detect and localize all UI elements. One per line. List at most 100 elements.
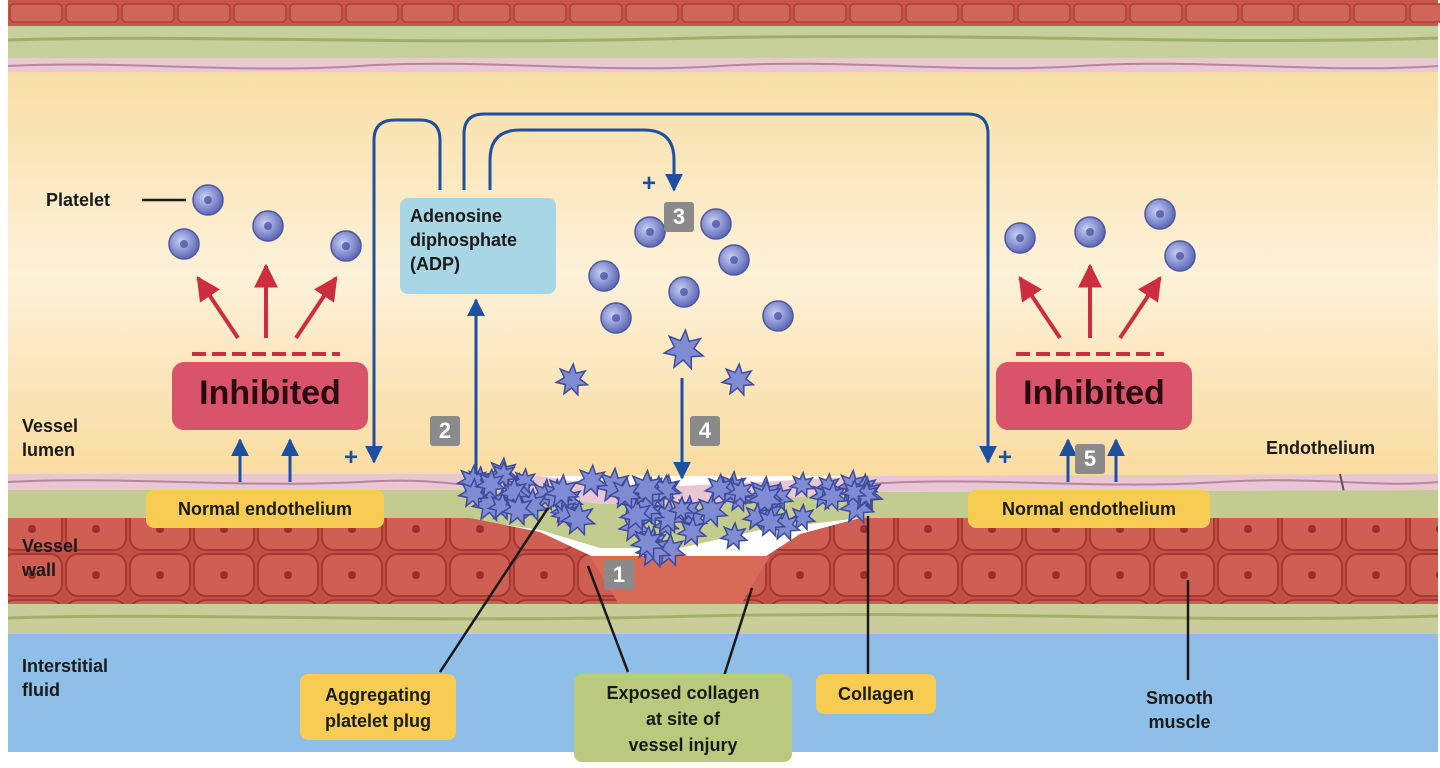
step-4-badge: 4 [690,416,720,446]
plug-platelet [667,495,695,523]
top-brick [1073,3,1127,23]
red-arrow-right-1 [1018,276,1062,340]
normal-endothelium-left-box: Normal endothelium [146,490,384,528]
leader-lines [142,198,1190,680]
activated-platelet [662,328,706,371]
platelet [718,244,750,276]
top-brick [1297,3,1351,23]
platelet [330,230,362,262]
inhibited-box-right: Inhibited [996,362,1192,430]
plug-platelet [629,524,666,560]
step-3-badge: 3 [664,202,694,232]
top-brick [65,3,119,23]
endothelium-label: Endothelium [1266,438,1375,458]
platelet [1144,198,1176,230]
platelet [192,184,224,216]
top-brick [905,3,959,23]
platelet [1074,216,1106,248]
vessel-lumen-label: Vessel lumen [22,416,79,460]
plus-sign-left: + [344,444,359,471]
plug-platelet [607,475,643,511]
platelet-label: Platelet [46,190,111,210]
top-brick [849,3,903,23]
top-brick [401,3,455,23]
plus-sign-center: + [642,170,657,197]
platelet-plug [455,456,885,569]
top-brick [1129,3,1183,23]
outer-fibre [7,612,1439,621]
top-brick [1185,3,1239,23]
plug-leader [438,507,550,673]
platelets [168,184,1196,397]
plus-sign-right: + [998,444,1013,471]
top-connective-band [8,26,1438,58]
adp-box: Adenosine diphosphate (ADP) [400,198,556,294]
step-5-badge: 5 [1075,444,1105,474]
top-brick [177,3,231,23]
plug-platelet [753,505,787,539]
plug-platelet [703,472,736,505]
top-brick [737,3,791,23]
exposed-collagen-box: Exposed collagen at site of vessel injur… [574,674,792,762]
top-wall [7,0,1440,72]
top-brick [121,3,175,23]
red-arrow-right-3 [1118,276,1162,340]
smooth-muscle-label: Smooth muscle [1146,688,1213,732]
top-brick [793,3,847,23]
plug-platelet [488,459,518,490]
plug-platelet [574,463,609,498]
top-brick [1017,3,1071,23]
plug-platelet [549,499,579,529]
red-arrow-left-1 [196,276,240,340]
endothelium-line-left [7,479,461,485]
normal-endothelium-right-box: Normal endothelium [968,490,1210,528]
endothelium-line-right [869,479,1439,486]
platelet [762,300,794,332]
top-brick [289,3,343,23]
adp-loop-left-arrow [365,118,442,464]
activated-platelet [720,361,756,397]
red-arrows-left [196,263,338,340]
aggregating-plug-box: Aggregating platelet plug [300,674,456,740]
adp-loop-right-arrow [462,112,997,464]
platelet [1164,240,1196,272]
inhibited-box-left: Inhibited [172,362,368,430]
collagen-leader-left [586,565,630,673]
plug-platelet [559,499,597,537]
platelet [252,210,284,242]
plug-platelet [839,477,868,506]
activated-platelet [554,361,590,397]
plug-platelet [788,470,816,499]
top-brick [457,3,511,23]
plug-platelet [500,491,536,527]
plug-platelet [741,501,772,532]
platelet [1004,222,1036,254]
top-brick [513,3,567,23]
plug-platelet [675,515,708,547]
plug-platelet [510,466,539,495]
top-brick [625,3,679,23]
top-brick [1409,3,1440,23]
top-brick [681,3,735,23]
top-brick [345,3,399,23]
plug-platelet [474,467,507,500]
platelet [600,302,632,334]
top-brick [233,3,287,23]
platelet [588,260,620,292]
plug-platelet [618,496,654,532]
plug-platelet [692,492,729,529]
top-brick [961,3,1015,23]
top-endothelium-line [7,62,1439,70]
platelet [634,216,666,248]
adp-to-platelets-arrow [488,128,683,192]
plug-platelet [543,472,581,510]
step-1-badge: 1 [604,560,634,590]
blue-arrows [231,112,1125,482]
top-brick [569,3,623,23]
endothelium-pointer [1339,473,1345,493]
collagen-leader-right [722,587,754,677]
platelet [700,208,732,240]
interstitial-fluid-label: Interstitial fluid [22,656,109,700]
red-arrow-left-3 [294,276,338,340]
